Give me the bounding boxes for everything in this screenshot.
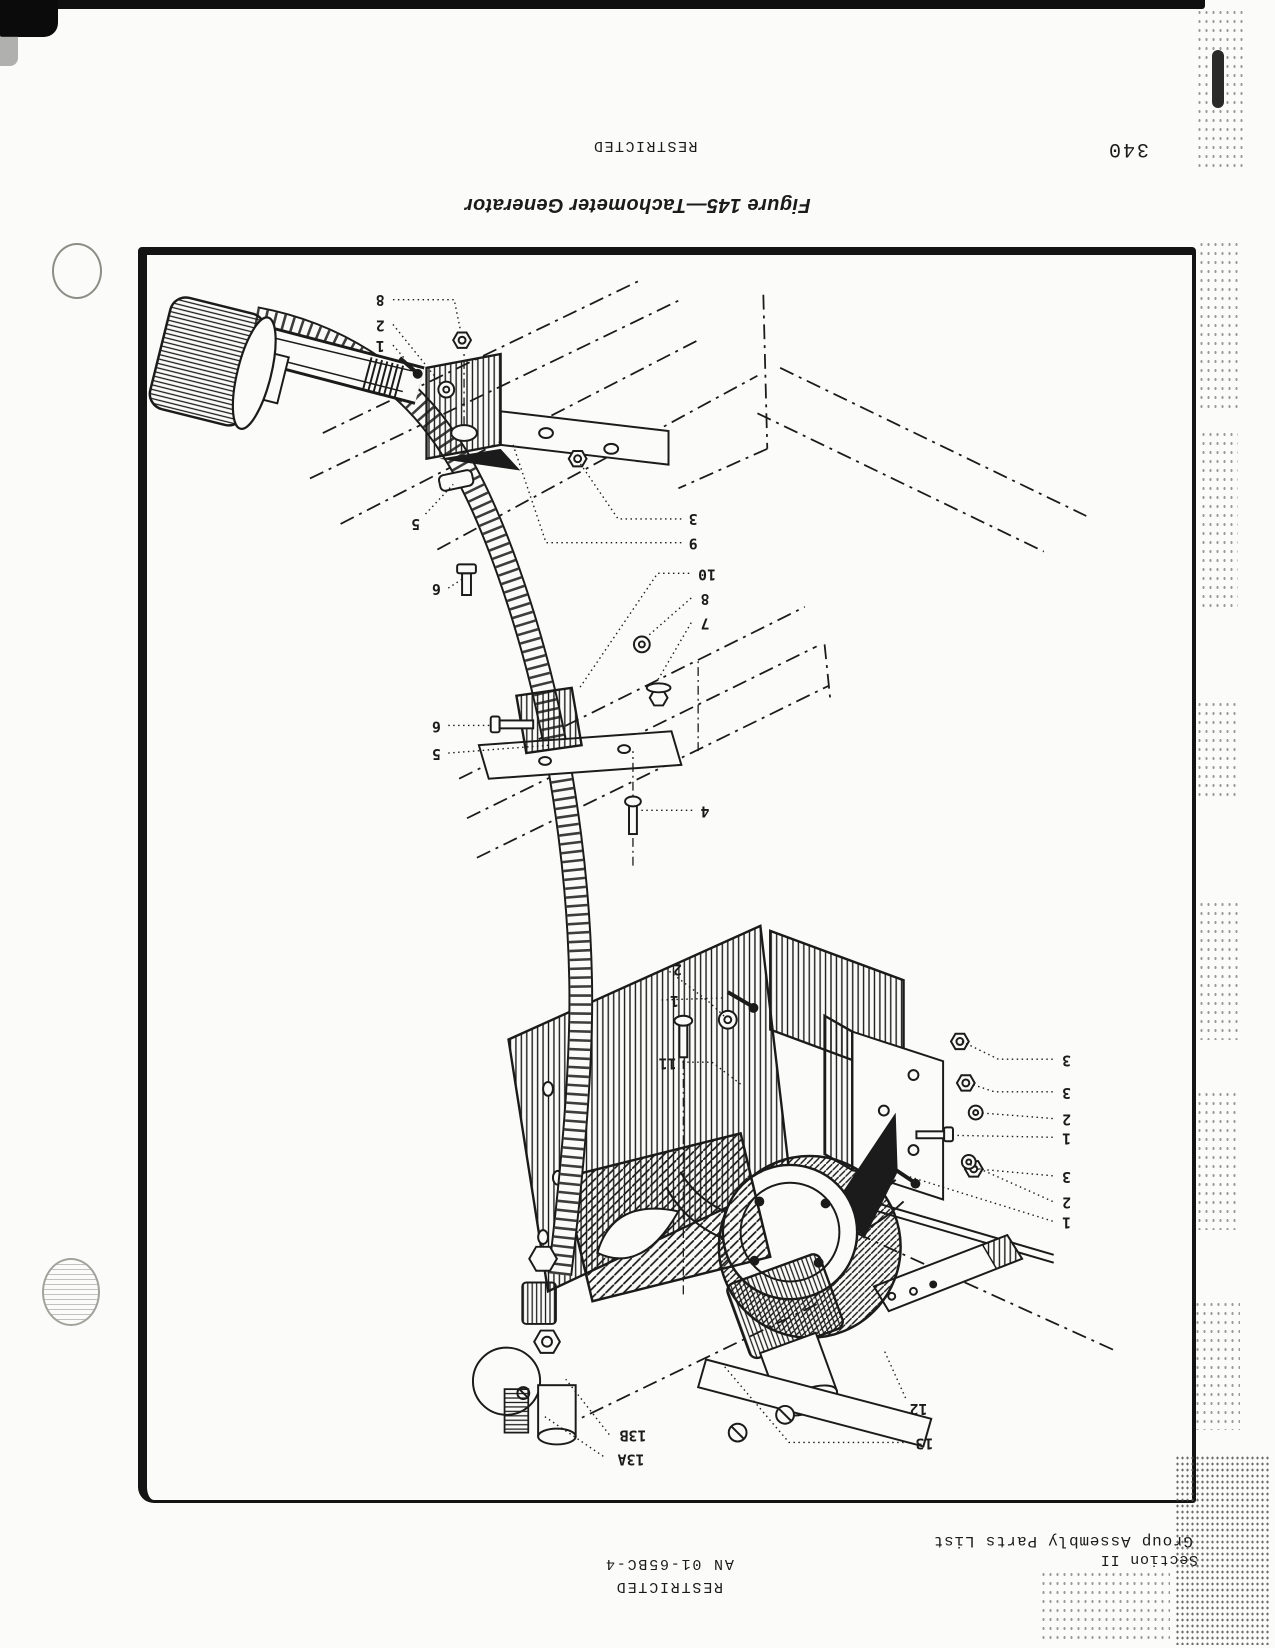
callout-leader-5	[425, 483, 454, 515]
callout-label-2: 2	[673, 960, 682, 977]
callout-leader-1	[661, 997, 722, 1001]
callout-label-8: 8	[701, 590, 710, 607]
callout-label-3: 3	[689, 510, 698, 527]
callout-label-2: 2	[1062, 1111, 1071, 1128]
callout-leader-1	[392, 344, 407, 361]
callout-leader-9	[511, 442, 682, 544]
figure-illustration: .st{fill:none;stroke:#1b1b1b;stroke-widt…	[148, 280, 1114, 1468]
header-group-title: Group Assembly Parts List	[932, 1532, 1193, 1550]
callout-label-7: 7	[701, 615, 710, 632]
footer-restricted: RESTRICTED	[592, 137, 698, 154]
callout-leader-13	[721, 1363, 909, 1444]
callout-label-11: 11	[659, 1054, 677, 1071]
cable-connector-cap	[148, 296, 425, 430]
callout-label-6: 6	[432, 717, 441, 734]
callout-label-6: 6	[432, 580, 441, 597]
callout-leader-6	[447, 578, 463, 589]
callout-leader-7	[656, 622, 692, 683]
header-section-block: Section II Group Assembly Parts List	[933, 1532, 1198, 1568]
mounting-bracket-upper	[398, 331, 670, 597]
callout-label-13B: 13B	[620, 1427, 647, 1444]
header-restricted: RESTRICTED	[615, 1578, 724, 1595]
callout-label-1: 1	[1062, 1129, 1071, 1146]
callout-leader-5	[448, 744, 551, 754]
callout-label-4: 4	[701, 802, 710, 819]
callout-leader-2	[975, 1111, 1053, 1120]
callout-label-12: 12	[909, 1400, 927, 1417]
callout-leader-8	[642, 597, 692, 641]
header-section: Section II	[1099, 1551, 1198, 1568]
callout-label-13: 13	[915, 1435, 933, 1452]
callout-leader-13B	[565, 1378, 610, 1435]
header-doc-block: RESTRICTED AN 01-65BC-4	[583, 1552, 755, 1598]
callout-leader-10	[579, 572, 690, 689]
figure-box: .st{fill:none;stroke:#1b1b1b;stroke-widt…	[138, 247, 1196, 1503]
tachometer-generator	[561, 1131, 933, 1448]
callout-leader-8	[392, 298, 463, 339]
callout-label-8: 8	[376, 291, 385, 308]
callout-label-1: 1	[670, 992, 679, 1009]
callout-leader-3	[967, 1082, 1053, 1093]
header-doc-number: AN 01-65BC-4	[604, 1555, 734, 1572]
cable-clamp-middle	[477, 635, 699, 866]
callout-label-5: 5	[432, 745, 441, 762]
callout-label-1: 1	[376, 337, 385, 354]
callout-leader-3	[961, 1040, 1053, 1060]
callout-label-3: 3	[1062, 1168, 1071, 1185]
callout-label-3: 3	[1062, 1051, 1071, 1068]
callout-label-10: 10	[698, 565, 716, 582]
callout-leader-2	[392, 323, 443, 387]
callout-label-2: 2	[1062, 1194, 1071, 1211]
callout-label-3: 3	[1062, 1084, 1071, 1101]
footer-page-number: 340	[1106, 137, 1149, 160]
callout-label-5: 5	[411, 515, 420, 532]
coupling-nuts	[471, 1245, 577, 1446]
callout-leader-1	[950, 1134, 1053, 1138]
callout-leader-12	[883, 1349, 907, 1399]
callout-label-9: 9	[689, 535, 698, 552]
callout-label-13A: 13A	[618, 1450, 645, 1467]
callout-label-2: 2	[376, 316, 385, 333]
figure-caption: Figure 145—Tachometer Generator	[464, 194, 811, 216]
callout-leader-3	[975, 1168, 1053, 1177]
callout-label-1: 1	[1062, 1213, 1071, 1230]
mounting-strip	[830, 1188, 1054, 1313]
callout-leader-1	[909, 1176, 1053, 1222]
callout-leader-2	[665, 967, 726, 1018]
callout-leader-2	[968, 1163, 1054, 1203]
callout-leader-3	[579, 462, 682, 520]
